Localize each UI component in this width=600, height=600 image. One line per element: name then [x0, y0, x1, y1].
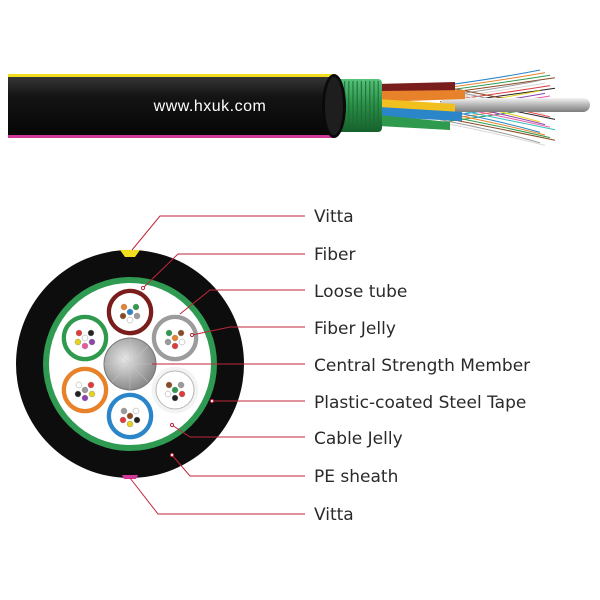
fiber-dot — [120, 407, 128, 415]
exposed-tube-orange — [378, 90, 465, 102]
fiber-dot — [88, 390, 96, 398]
watermark: www.hxuk.com — [153, 98, 267, 115]
vitta-stripe-bottom — [8, 135, 334, 138]
label-vitta-bottom: Vitta — [314, 505, 354, 525]
label-plastic-coated-steel-tape: Plastic-coated Steel Tape — [314, 393, 526, 413]
cable-side-view: www.hxuk.com — [8, 69, 590, 146]
leader-fiber — [142, 253, 305, 289]
fiber-dot — [75, 381, 83, 389]
fiber-dot — [81, 394, 89, 402]
fiber-dot — [74, 390, 82, 398]
component-labels: Vitta Fiber Loose tube Fiber Jelly Centr… — [314, 207, 530, 525]
loose-tube-white — [150, 365, 200, 415]
fiber-dot — [164, 338, 172, 346]
leader-cable-jelly — [171, 424, 305, 438]
loose-tube-orange — [60, 365, 110, 415]
leader-vitta-bottom — [129, 477, 305, 515]
label-cable-jelly: Cable Jelly — [314, 429, 403, 449]
fiber-dot — [119, 416, 127, 424]
label-loose-tube: Loose tube — [314, 282, 407, 302]
fiber-dot — [171, 334, 179, 342]
fiber-strand — [439, 121, 546, 146]
fiber-dot — [81, 386, 89, 394]
fiber-dot — [133, 416, 141, 424]
fiber-dot — [81, 342, 89, 350]
fiber-dot — [171, 386, 179, 394]
fiber-dot — [126, 420, 134, 428]
fiber-dot — [133, 312, 141, 320]
leader-fiber-jelly — [191, 326, 305, 336]
fiber-dot — [74, 338, 82, 346]
fiber-dot — [177, 381, 185, 389]
loose-tube-brown — [105, 287, 155, 337]
fiber-dot — [87, 381, 95, 389]
fiber-dot — [177, 329, 185, 337]
fiber-dot — [164, 390, 172, 398]
loose-tube-grey — [150, 313, 200, 363]
vitta-stripe-top — [8, 74, 334, 77]
fiber-dot — [178, 390, 186, 398]
fiber-dot — [126, 412, 134, 420]
fiber-dot — [126, 316, 134, 324]
cable-cross-section — [16, 250, 244, 479]
fiber-dot — [126, 308, 134, 316]
loose-tube-green — [60, 313, 110, 363]
fiber-dot — [165, 329, 173, 337]
fiber-dot — [87, 329, 95, 337]
fiber-dot — [178, 338, 186, 346]
fiber-dot — [119, 312, 127, 320]
pe-sheath-side — [8, 74, 346, 138]
loose-tubes — [60, 287, 200, 441]
fiber-dot — [81, 334, 89, 342]
leader-vitta-top — [131, 215, 305, 251]
fiber-dot — [75, 329, 83, 337]
fiber-dot — [165, 381, 173, 389]
loose-tube-blue — [105, 391, 155, 441]
exposed-loose-tubes — [378, 82, 465, 130]
fiber-dot — [120, 303, 128, 311]
leader-loose-tube — [179, 289, 305, 315]
label-fiber: Fiber — [314, 245, 356, 265]
strength-member-rod — [440, 98, 590, 112]
label-pe-sheath: PE sheath — [314, 467, 398, 487]
fiber-dot — [171, 342, 179, 350]
fiber-dot — [88, 338, 96, 346]
leader-lines — [129, 215, 305, 515]
vitta-bottom-mark — [122, 475, 138, 479]
fiber-dot — [132, 303, 140, 311]
vitta-top-mark — [120, 250, 140, 257]
label-fiber-jelly: Fiber Jelly — [314, 319, 396, 339]
exposed-tube-green — [378, 115, 450, 130]
fiber-strand — [439, 119, 541, 144]
fiber-dot — [132, 407, 140, 415]
fiber-dot — [171, 394, 179, 402]
label-vitta-top: Vitta — [314, 207, 354, 227]
leader-pe-sheath — [171, 454, 305, 477]
label-central-strength-member: Central Strength Member — [314, 356, 530, 376]
